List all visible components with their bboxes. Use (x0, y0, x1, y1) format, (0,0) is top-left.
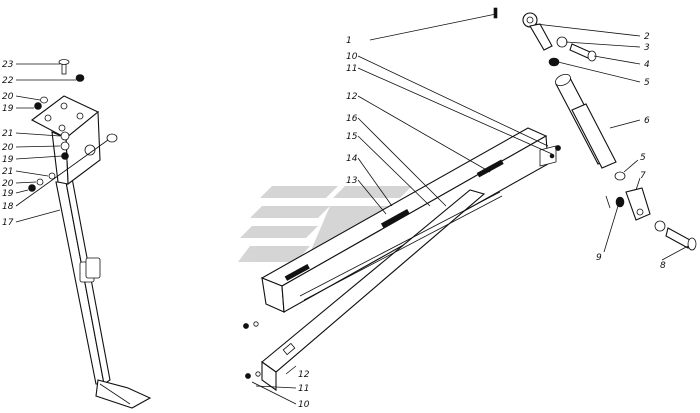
callout-4: 4 (644, 60, 650, 70)
strut-assembly (493, 7, 697, 251)
callout-19: 19 (2, 104, 14, 114)
callout-17: 17 (2, 218, 14, 228)
callout-3: 3 (644, 43, 650, 53)
boom-frame-assembly (243, 127, 561, 392)
callout-labels: 23 22 20 19 21 20 19 21 20 19 18 17 1 10… (2, 32, 666, 410)
callout-16: 16 (346, 114, 358, 124)
support-leg (55, 181, 105, 385)
callout-5: 5 (640, 153, 646, 163)
callout-15: 15 (346, 132, 358, 142)
callout-20: 20 (2, 92, 14, 102)
callout-6: 6 (644, 116, 650, 126)
washer-8 (654, 220, 666, 232)
bracket-7 (625, 187, 651, 221)
callout-8: 8 (660, 261, 666, 271)
bolt-18 (106, 133, 118, 143)
callout-23: 23 (2, 60, 14, 70)
nut-22 (75, 74, 85, 82)
bolt-8 (665, 227, 691, 249)
nut-5 (548, 57, 560, 67)
callout-20: 20 (2, 179, 14, 189)
callout-7: 7 (640, 171, 646, 181)
callout-19: 19 (2, 189, 14, 199)
callout-18: 18 (2, 202, 14, 212)
callout-11: 11 (298, 384, 309, 394)
callout-21: 21 (2, 167, 13, 177)
callout-5: 5 (644, 78, 650, 88)
callout-2: 2 (644, 32, 650, 42)
callout-10: 10 (346, 52, 358, 62)
callout-1: 1 (346, 36, 352, 46)
callout-21: 21 (2, 129, 13, 139)
leader-lines (15, 13, 689, 405)
pin-1 (493, 7, 498, 19)
callout-9: 9 (596, 253, 602, 263)
callout-13: 13 (346, 176, 358, 186)
callout-14: 14 (346, 154, 358, 164)
washer-icon (60, 131, 70, 141)
callout-19: 19 (2, 155, 14, 165)
washer-3 (556, 36, 568, 48)
support-post-assembly (28, 59, 152, 409)
callout-12: 12 (346, 92, 358, 102)
callout-20: 20 (2, 143, 14, 153)
support-foot (95, 379, 152, 409)
bolt-4 (569, 43, 591, 59)
callout-12: 12 (298, 370, 310, 380)
callout-22: 22 (2, 76, 14, 86)
callout-10: 10 (298, 400, 310, 410)
callout-11: 11 (346, 64, 357, 74)
